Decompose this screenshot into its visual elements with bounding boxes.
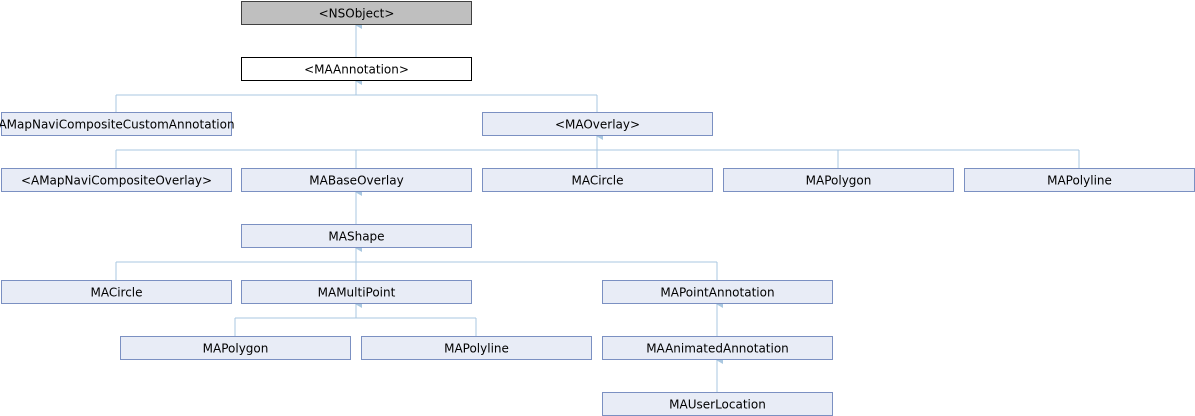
class-box xyxy=(482,168,713,192)
class-node-mashape[interactable]: MAShape xyxy=(241,224,472,248)
class-label: MAPointAnnotation xyxy=(660,286,774,300)
class-box xyxy=(602,336,833,360)
class-label: MAShape xyxy=(328,230,384,244)
edges-layer xyxy=(115,21,1080,392)
class-label: MAPolyline xyxy=(1047,174,1112,188)
class-node-maanimatedannotation[interactable]: MAAnimatedAnnotation xyxy=(602,336,833,360)
class-label: MAAnimatedAnnotation xyxy=(646,342,789,356)
class-node-mapolygon-2[interactable]: MAPolygon xyxy=(120,336,351,360)
class-box xyxy=(482,112,713,136)
class-node-mamultipoint[interactable]: MAMultiPoint xyxy=(241,280,472,304)
class-label: MACircle xyxy=(90,286,142,300)
class-label: <AMapNaviCompositeOverlay> xyxy=(21,174,212,188)
class-label: MAMultiPoint xyxy=(318,286,396,300)
class-box xyxy=(241,1,472,25)
class-box xyxy=(1,168,232,192)
class-node-mapolyline-1[interactable]: MAPolyline xyxy=(964,168,1195,192)
class-node-mauserlocation[interactable]: MAUserLocation xyxy=(602,392,833,416)
class-box xyxy=(1,112,232,136)
class-node-maannotation[interactable]: <MAAnnotation> xyxy=(241,57,472,81)
class-label: MAPolyline xyxy=(444,342,509,356)
class-label: MAPolygon xyxy=(806,174,872,188)
class-label: MACircle xyxy=(571,174,623,188)
class-label: MAPolygon xyxy=(203,342,269,356)
class-label: AMapNaviCompositeCustomAnnotation xyxy=(0,118,235,132)
class-label: <MAAnnotation> xyxy=(304,63,409,77)
class-box xyxy=(241,57,472,81)
class-node-amapnavi-composite-custom-annotation[interactable]: AMapNaviCompositeCustomAnnotation xyxy=(0,112,235,136)
class-node-mapolyline-2[interactable]: MAPolyline xyxy=(361,336,592,360)
class-node-mabaseoverlay[interactable]: MABaseOverlay xyxy=(241,168,472,192)
class-label: <NSObject> xyxy=(319,7,395,21)
class-label: MAUserLocation xyxy=(669,398,766,412)
class-box xyxy=(241,224,472,248)
class-label: <MAOverlay> xyxy=(555,118,640,132)
class-box xyxy=(723,168,954,192)
class-box xyxy=(120,336,351,360)
class-node-macircle-2[interactable]: MACircle xyxy=(1,280,232,304)
class-box xyxy=(602,280,833,304)
class-node-amapnavi-composite-overlay[interactable]: <AMapNaviCompositeOverlay> xyxy=(1,168,232,192)
class-label: MABaseOverlay xyxy=(309,174,403,188)
class-node-nsobject[interactable]: <NSObject> xyxy=(241,1,472,25)
class-box xyxy=(1,280,232,304)
class-node-maoverlay[interactable]: <MAOverlay> xyxy=(482,112,713,136)
class-node-mapolygon-1[interactable]: MAPolygon xyxy=(723,168,954,192)
class-box xyxy=(241,280,472,304)
class-box xyxy=(241,168,472,192)
class-box xyxy=(361,336,592,360)
class-node-mapointannotation[interactable]: MAPointAnnotation xyxy=(602,280,833,304)
class-node-macircle-1[interactable]: MACircle xyxy=(482,168,713,192)
